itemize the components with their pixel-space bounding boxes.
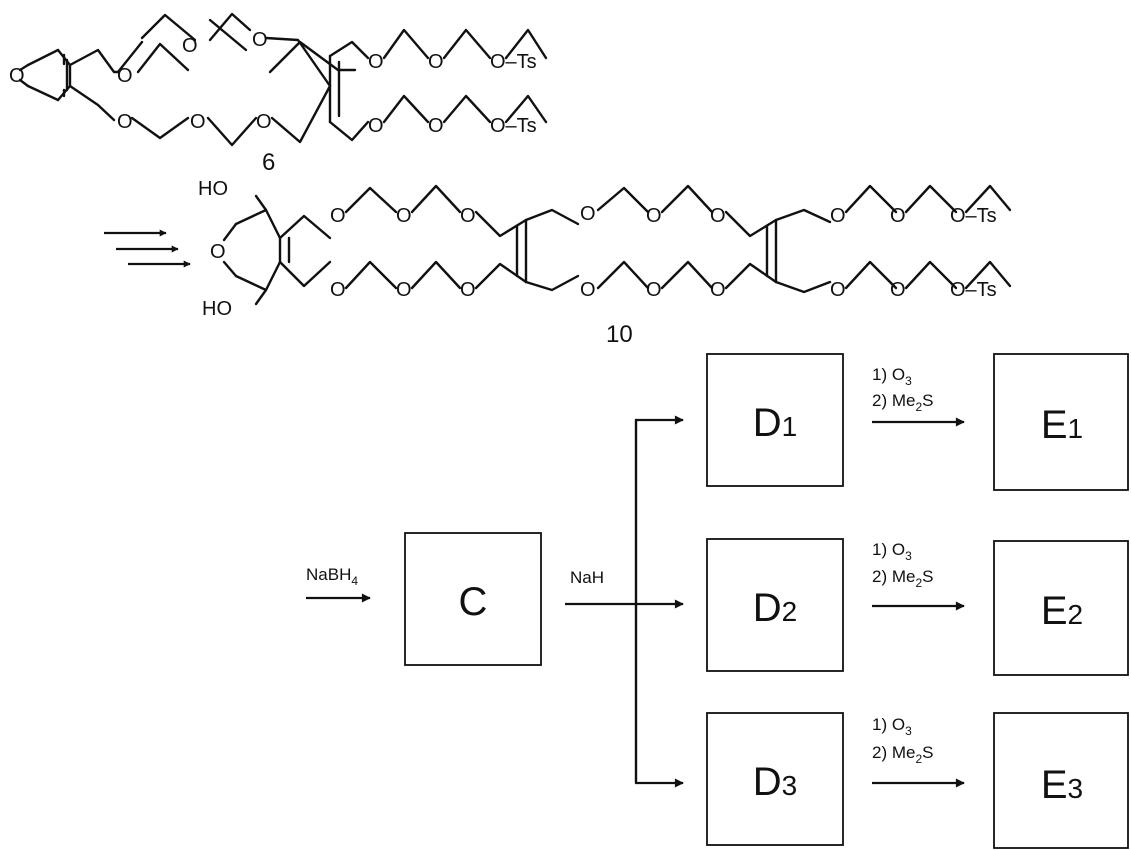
atom-o: O [890,205,906,227]
tosylate-group: O–Ts [950,279,997,301]
box-d2-label: D2 [753,586,797,630]
reagent-ozone: 1) O3 [872,715,912,738]
atom-o: O [580,203,596,225]
reagent-ozone: 1) O3 [872,365,912,388]
atom-o: O [646,205,662,227]
atom-o: O [330,279,346,301]
tosylate-group: O–Ts [490,115,537,137]
compound-6-label: 6 [262,149,275,176]
atom-o: O [182,35,198,57]
atom-o: O [710,205,726,227]
box-e1 [993,353,1129,491]
atom-o: O [256,111,272,133]
atom-o: O [9,65,25,87]
hydroxyl-group: HO [202,298,232,320]
atom-o: O [396,205,412,227]
atom-o: O [190,111,206,133]
box-c-label: C [459,580,488,624]
box-e2-label: E2 [1041,589,1083,633]
reagent-nabh4: NaBH4 [306,565,358,588]
tosylate-group: O–Ts [490,51,537,73]
atom-o: O [830,205,846,227]
atom-o: O [368,51,384,73]
atom-o: O [890,279,906,301]
hydroxyl-group: HO [198,178,228,200]
box-d1 [706,353,844,487]
atom-o: O [710,279,726,301]
atom-o: O [646,279,662,301]
box-e3-label: E3 [1041,763,1083,807]
atom-o: O [830,279,846,301]
box-d3 [706,712,844,846]
compound-10-label: 10 [606,321,633,348]
box-e3 [993,712,1129,849]
atom-o: O [330,205,346,227]
tosylate-group: O–Ts [950,205,997,227]
reagent-me2s: 2) Me2S [872,567,934,590]
compound-10-structure: HO O HO O O O O O O O O O O O O O O O O … [198,178,1012,320]
reagent-me2s: 2) Me2S [872,391,934,414]
atom-o: O [460,279,476,301]
box-d2 [706,538,844,672]
atom-o: O [368,115,384,137]
box-c [404,532,542,666]
compound-6-structure: O O O O O O O O O O O O–Ts O–Ts [9,12,548,147]
atom-o: O [396,279,412,301]
atom-o: O [580,279,596,301]
box-d1-label: D1 [753,401,797,445]
box-e1-label: E1 [1041,403,1083,447]
box-e2 [993,540,1129,676]
atom-o: O [210,241,226,263]
reagent-ozone: 1) O3 [872,540,912,563]
atom-o: O [117,111,133,133]
atom-o: O [460,205,476,227]
box-d3-label: D3 [753,760,797,804]
atom-o: O [117,65,133,87]
atom-o: O [428,51,444,73]
reagent-nah: NaH [570,568,604,587]
reagent-me2s: 2) Me2S [872,743,934,766]
multistep-arrows [104,229,191,268]
atom-o: O [428,115,444,137]
atom-o: O [252,29,268,51]
